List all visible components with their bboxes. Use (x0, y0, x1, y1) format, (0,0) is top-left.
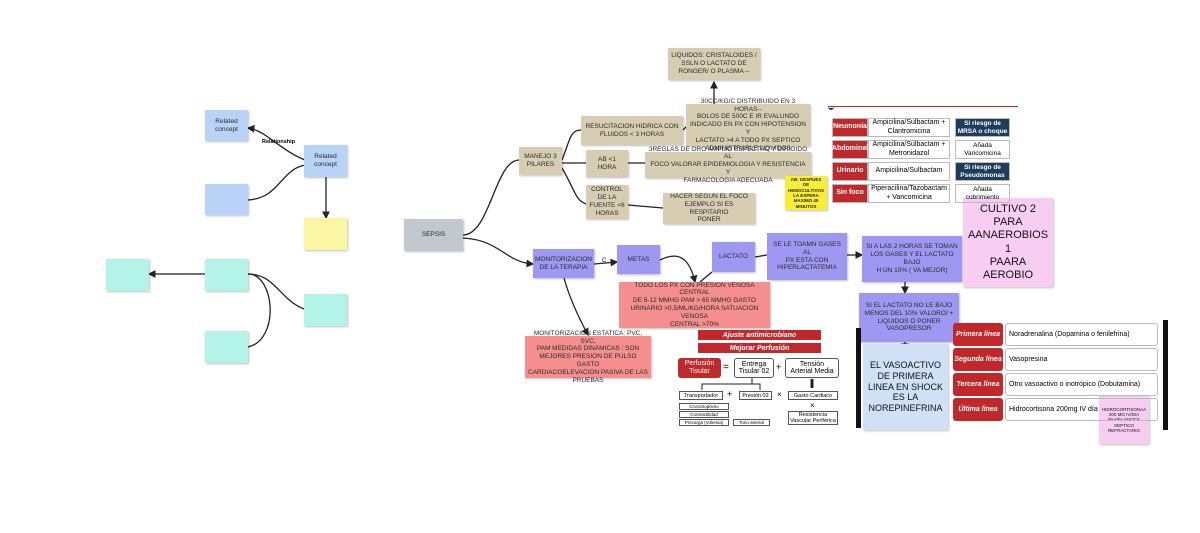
monitorizacion-node[interactable]: MONITORIZACION DE LA TERAPIA (533, 249, 594, 278)
equals-sign: = (723, 362, 729, 373)
antibiotic-row: Neumonía Ampicilina/Sulbactam + Claritro… (832, 118, 1010, 137)
empty-concept-node[interactable] (205, 184, 248, 215)
lactato-no-baja-node[interactable]: SI EL LACTATO NO LE BAJO MENOS DEL 10% V… (859, 293, 959, 342)
precarga-box: Precarga (Volemia) (679, 419, 729, 426)
reglas-oro-node[interactable]: 3REGLAS DE ORO AMPLIO ESPECTRO Y DIRIGID… (645, 146, 811, 184)
line-drug: Hidrocortisona 200mg IV día (1005, 398, 1158, 421)
line-drug: Otro vasoactivo o inotrópico (Dobutamina… (1005, 373, 1158, 396)
focus-label: Abdominal (832, 140, 868, 159)
resistencia-box: Resistencia Vascular Periférica (788, 411, 838, 425)
gasto-box: Gasto Cardiaco (788, 391, 838, 400)
monitorizacion-estatica-node[interactable]: MONITORIZACION ESTATICA: PVC, SVC, PAM M… (525, 330, 651, 384)
left-black-bar (856, 328, 861, 428)
liquidos-node[interactable]: LIQUIDOS: CRISTALOIDES / SSLN O LACTATO … (668, 48, 760, 80)
drug-cell: Piperacilina/Tazobactam + Vancomicina (868, 184, 950, 203)
drug-cell: Ampicilina/Sulbactam + Metronidazol (868, 140, 950, 159)
risk-header: Si riesgo de Pseudomonas (955, 162, 1010, 181)
sticky-note-ab[interactable]: AB: DESPUES DE HEMOCULTIVOS LA ESPERA MA… (785, 176, 827, 210)
plus-sign: + (727, 389, 733, 399)
resucitacion-node[interactable]: RESUCITACION HIDRICA CON FLUIDOS < 3 HOR… (581, 116, 683, 145)
perfusion-box: Perfusión Tisular (678, 358, 721, 378)
empty-concept-node[interactable] (304, 218, 347, 250)
cronotropismo-box: Cronotropismo (679, 403, 729, 410)
focus-label: Sin foco (832, 184, 868, 203)
presion-o2-box: Presión 02 (739, 391, 772, 400)
metas-node[interactable]: METAS (617, 245, 660, 274)
focus-label: Neumonía (832, 118, 868, 137)
bolos-node[interactable]: 30CC/KG/C DISTRIBUIDO EN 3 HORAS-- BOLOS… (686, 98, 810, 152)
cultivo-note[interactable]: CULTIVO 2 PARA AANAEROBIOS 1 PAARA AEROB… (963, 198, 1053, 287)
tono-box: Tono arterial (733, 419, 770, 426)
tension-box: Tensión Arterial Media (785, 358, 839, 378)
empty-concept-node[interactable] (205, 259, 248, 291)
contractilidad-box: Contractilidad (679, 411, 729, 418)
table-corner-mark (828, 102, 834, 110)
focus-label: Urinario (832, 162, 868, 181)
plus-sign: + (776, 362, 782, 372)
ajuste-banner: Ajuste antimicrobiano (698, 330, 821, 340)
line-drug: Noradrenalina (Dopamina o fenilefrina) (1005, 323, 1158, 346)
foco-node[interactable]: HACER SEGUN EL FOCO EJEMPLO SI ES RESPIT… (663, 193, 755, 224)
antibiotic-row: Abdominal Ampicilina/Sulbactam + Metroni… (832, 140, 1010, 159)
empty-concept-node[interactable] (304, 294, 347, 326)
line-label: Última línea (953, 398, 1003, 421)
connector-letter: C (602, 258, 607, 264)
drug-cell: Ampicilina/Sulbactam (868, 162, 950, 181)
drug-cell: Ampicilina/Sulbactam + Claritromicina (868, 118, 950, 137)
control-fuente-node[interactable]: CONTROL DE LA FUENTE <6 HORAS (586, 185, 628, 219)
vasoactivo-note[interactable]: EL VASOACTIVO DE PRIMERA LINEA EN SHOCK … (863, 344, 948, 430)
entrega-box: Entrega Tisular 02 (734, 358, 774, 378)
table-top-rule (828, 106, 1018, 107)
dos-horas-node[interactable]: SI A LAS 2 HORAS SE TOMAN LOS GASES Y EL… (862, 236, 962, 282)
formula-brackets (701, 378, 814, 390)
line-label: Segunda línea (953, 348, 1003, 371)
antibiotic-row: Sin foco Piperacilina/Tazobactam + Vanco… (832, 184, 1010, 203)
empty-concept-node[interactable] (205, 331, 248, 363)
lactato-node[interactable]: LACTATO (712, 242, 755, 272)
line-drug: Vasopresina (1005, 348, 1158, 371)
relationship-label: Relationship (262, 139, 296, 145)
line-label: Tercera línea (953, 373, 1003, 396)
risk-action: Añada Vancomicina (955, 140, 1010, 159)
line-label: Primera línea (953, 323, 1003, 346)
risk-action: Añada cubrimiento (955, 184, 1010, 203)
times-sign: × (777, 390, 782, 399)
presion-venosa-node[interactable]: TODO LOS PX CON PRESION VENOSA CENTRAL D… (619, 282, 770, 328)
mejorar-banner: Mejorar Perfusión (698, 343, 821, 353)
antibiotic-row: Urinario Ampicilina/Sulbactam Si riesgo … (832, 162, 1010, 181)
related-concept-node[interactable]: Related concept (304, 145, 347, 177)
manejo-node[interactable]: MANEJO 3 PILARES (519, 147, 562, 175)
related-concept-node[interactable]: Related concept (205, 110, 248, 141)
risk-header: Si riesgo de MRSA o choque (955, 118, 1010, 137)
empty-concept-node[interactable] (106, 259, 149, 291)
right-black-bar (1163, 320, 1168, 430)
gases-node[interactable]: SE LE TOAMN GASES AL PX ESTA CON HIPERLA… (767, 233, 847, 280)
ab-1-hora-node[interactable]: AB <1 HORA (586, 150, 628, 177)
transportador-box: Transportador (679, 391, 723, 400)
times-sign: × (810, 401, 815, 410)
sepsis-node[interactable]: SEPSIS (404, 219, 463, 251)
